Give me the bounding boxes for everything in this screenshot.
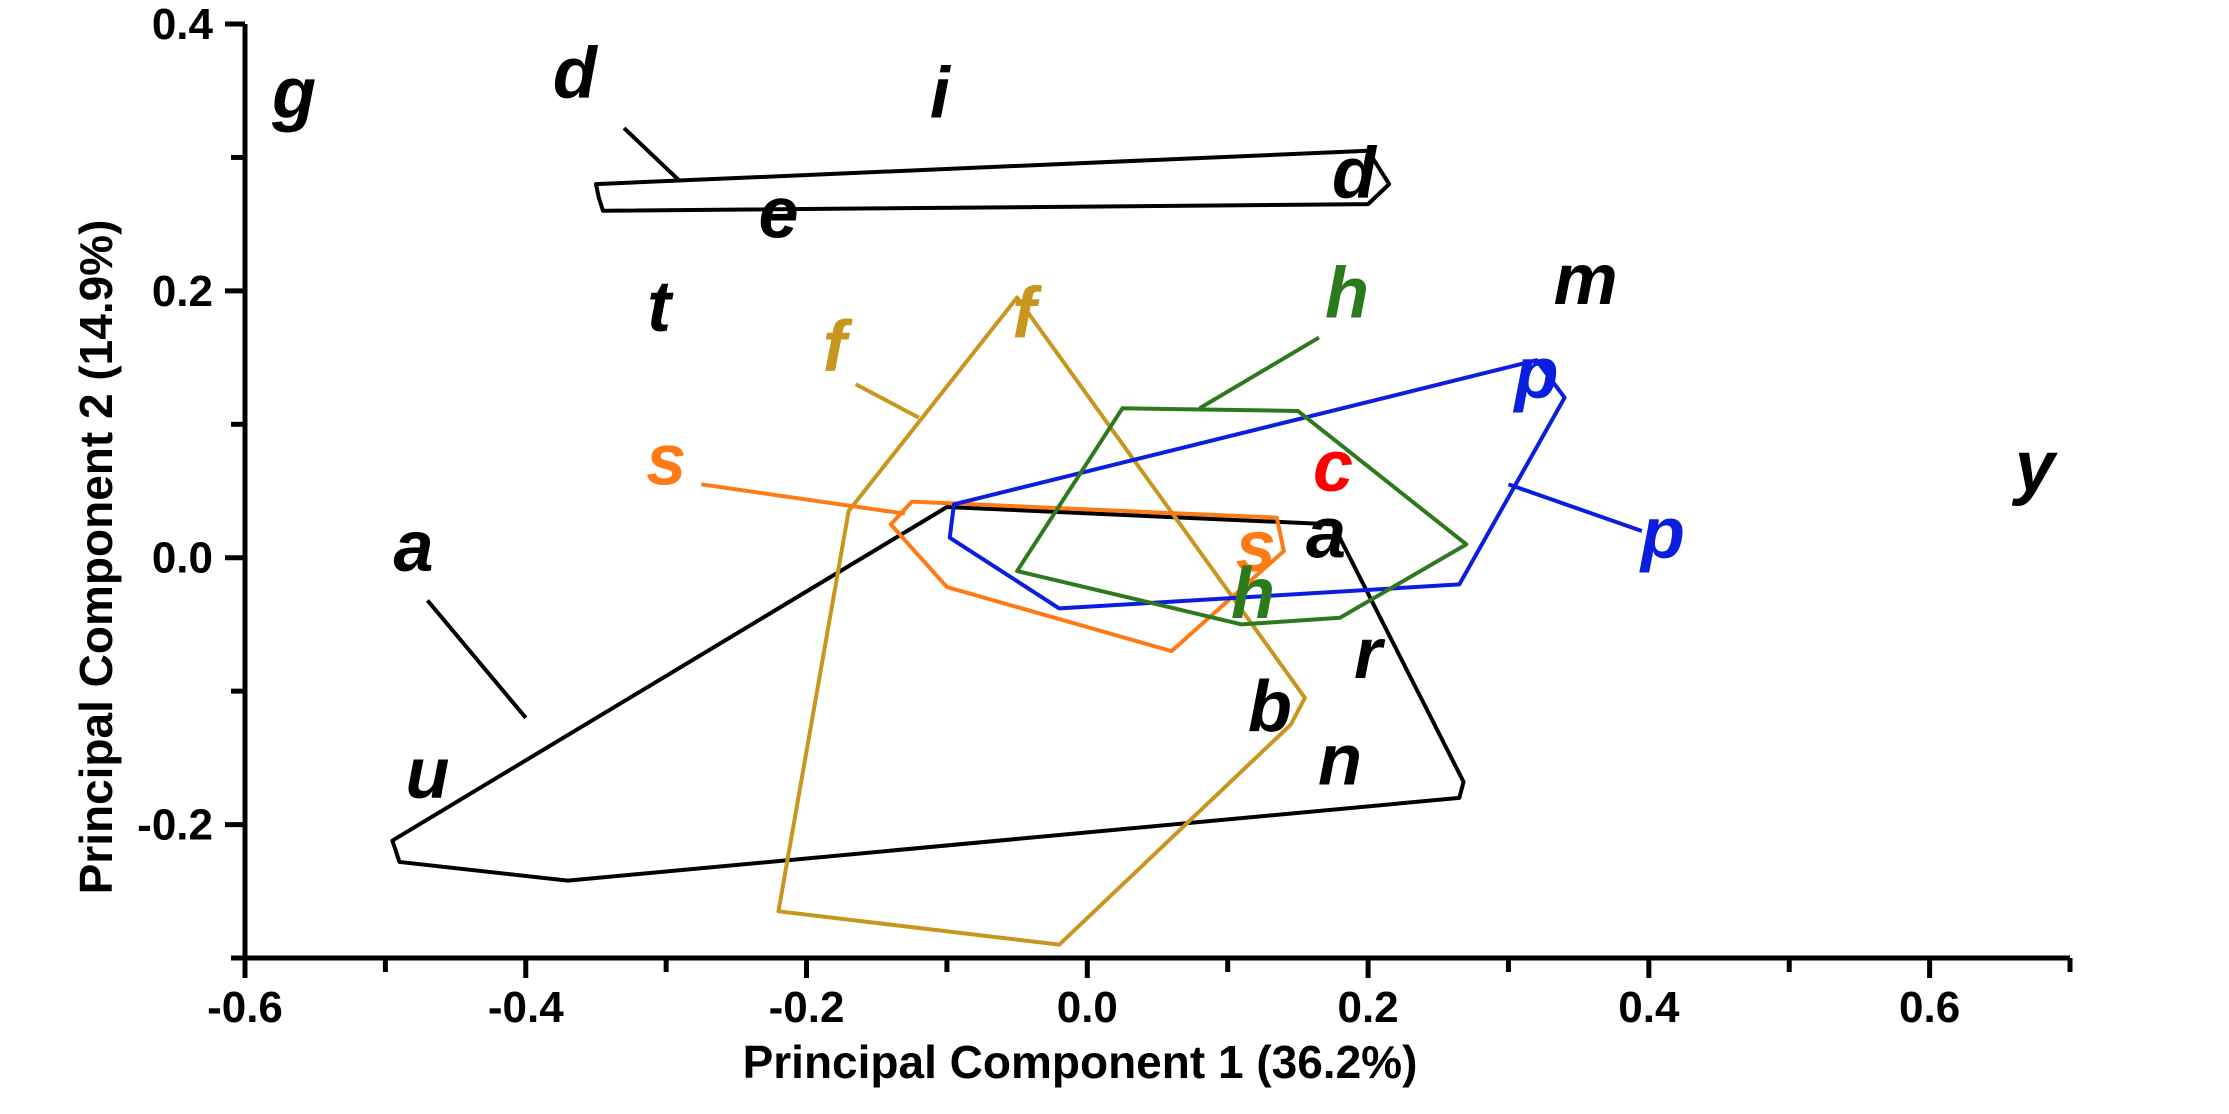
- hull-outline: [776, 295, 1307, 947]
- point-label: r: [1354, 614, 1386, 694]
- point-label: m: [1554, 240, 1618, 320]
- axes: -0.6 -0.4 -0.2 0.0 0.2 0.4 0.6 0.4 0.2 0.0 -0.2: [137, 0, 2073, 1032]
- y-axis-title: Principal Component 2 (14.9%): [70, 220, 122, 895]
- y-tick-label: 0.4: [152, 0, 214, 49]
- point-label: d: [553, 33, 599, 113]
- y-tick-label: 0.0: [152, 534, 213, 583]
- point-label: y: [2012, 427, 2059, 507]
- point-label: b: [1248, 667, 1292, 747]
- x-tick-label: 0.4: [1618, 983, 1680, 1032]
- leader-line: [622, 126, 682, 183]
- point-label: s: [1236, 507, 1276, 587]
- point-label: u: [406, 734, 450, 814]
- point-label: g: [271, 53, 316, 133]
- point-label: a: [393, 507, 433, 587]
- x-tick-label: 0.6: [1899, 983, 1960, 1032]
- point-label: a: [1306, 494, 1346, 574]
- leader-line: [1198, 335, 1320, 410]
- point-label: d: [1332, 133, 1378, 213]
- point-label: e: [758, 173, 798, 253]
- leader-line: [854, 382, 920, 420]
- point-label: h: [1231, 554, 1275, 634]
- point-label: f: [823, 307, 853, 387]
- hull-outline: [593, 148, 1392, 213]
- point-label: h: [1325, 254, 1369, 334]
- x-tick-label: 0.0: [1057, 983, 1118, 1032]
- leader-line: [1507, 482, 1643, 533]
- point-label: s: [646, 420, 686, 500]
- point-label: c: [1313, 427, 1353, 507]
- leader-line: [700, 482, 906, 516]
- group-hulls: [390, 126, 1643, 947]
- x-tick-label: 0.2: [1337, 983, 1398, 1032]
- hull-outline: [888, 499, 1286, 654]
- x-axis-ticks: -0.6 -0.4 -0.2 0.0 0.2 0.4 0.6: [207, 958, 2073, 1032]
- hull-outline: [1015, 406, 1469, 627]
- point-label: f: [1012, 274, 1042, 354]
- y-axis-ticks: 0.4 0.2 0.0 -0.2: [137, 0, 245, 961]
- y-tick-label: -0.2: [137, 801, 213, 850]
- hull-outline: [947, 358, 1567, 611]
- point-label: i: [930, 53, 952, 133]
- x-axis-title: Principal Component 1 (36.2%): [743, 1036, 1418, 1088]
- point-label: p: [1639, 494, 1685, 574]
- hull-outline: [390, 505, 1466, 883]
- y-tick-label: 0.2: [152, 267, 213, 316]
- leader-line: [425, 599, 528, 720]
- x-tick-label: -0.6: [207, 983, 283, 1032]
- point-label: t: [647, 267, 674, 347]
- point-label: p: [1513, 334, 1559, 414]
- x-tick-label: -0.2: [769, 983, 845, 1032]
- point-label: n: [1318, 721, 1362, 801]
- x-tick-label: -0.4: [488, 983, 564, 1032]
